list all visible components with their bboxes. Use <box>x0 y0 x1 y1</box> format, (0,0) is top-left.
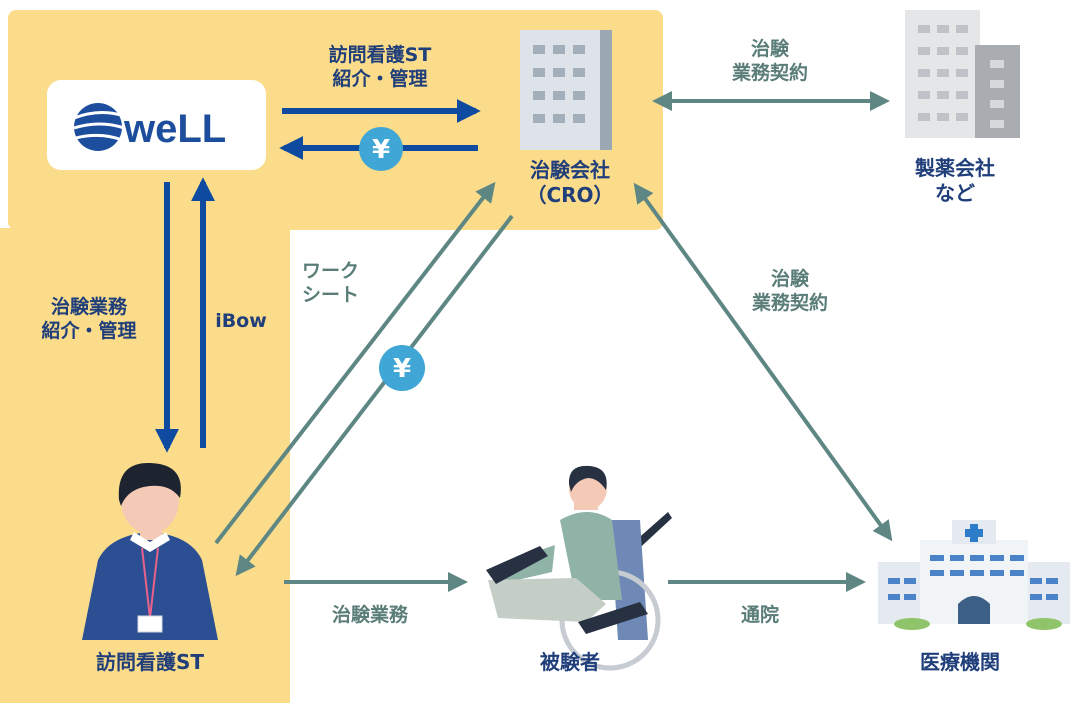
patient-wheelchair-icon <box>486 465 672 671</box>
label-well-to-station: 治験業務 紹介・管理 <box>41 296 137 342</box>
yen-badge-top: ¥ <box>359 127 403 171</box>
label-hospital: 医療機関 <box>920 650 1000 674</box>
label-patient: 被験者 <box>540 650 600 674</box>
label-well-to-cro: 訪問看護ST 紹介・管理 <box>328 44 432 90</box>
label-station: 訪問看護ST <box>95 650 205 674</box>
label-cro-pharma: 治験 業務契約 <box>731 38 808 84</box>
label-cro-hospital: 治験 業務契約 <box>751 268 828 314</box>
nurse-icon <box>82 462 218 640</box>
cro-building-icon <box>520 30 612 150</box>
yen-badge-middle: ¥ <box>379 345 425 391</box>
svg-text:¥: ¥ <box>393 354 411 384</box>
pharma-building-icon <box>905 10 1020 138</box>
label-station-to-well: iBow <box>215 310 267 332</box>
label-station-to-patient: 治験業務 <box>331 604 408 626</box>
well-logo-text: weLL <box>123 107 226 151</box>
arrow-station-to-cro <box>214 181 496 545</box>
label-worksheet: ワーク シート <box>302 260 360 306</box>
well-logo-box: weLL <box>47 80 266 170</box>
label-pharma: 製薬会社 など <box>915 156 995 205</box>
svg-text:¥: ¥ <box>372 135 390 165</box>
arrow-cro-to-station <box>235 214 514 577</box>
hospital-icon <box>878 520 1070 630</box>
arrow-cro-hospital <box>633 182 893 542</box>
label-cro: 治験会社 （CRO） <box>526 158 614 207</box>
label-patient-to-hospital: 通院 <box>740 604 779 626</box>
